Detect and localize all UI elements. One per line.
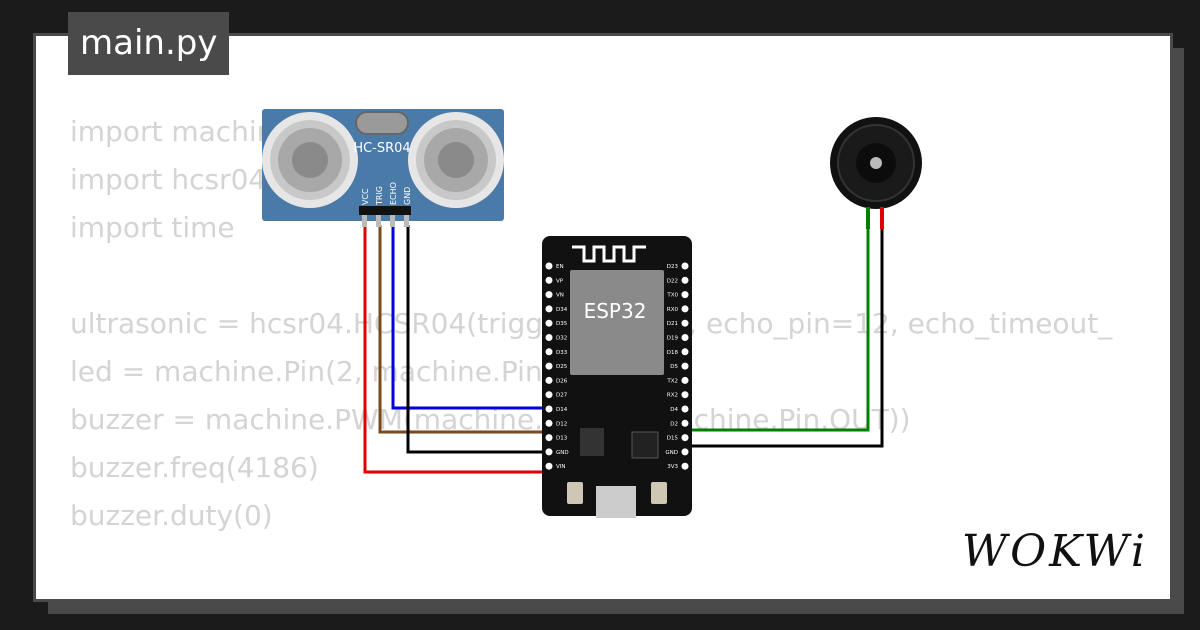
wire-gnd[interactable] [406,225,548,454]
pin-label-right: D18 [667,350,679,356]
pin-label-left: D26 [556,378,568,384]
pin-label-right: GND [665,450,678,456]
sensor-label: HC-SR04 [353,141,410,156]
pin-label-right: TX0 [666,293,678,299]
pin-left[interactable] [545,376,553,384]
ultrasonic-sensor[interactable]: HC-SR04 VCC TRIG ECHO GND [262,109,504,227]
pin-label-right: D21 [667,321,678,327]
pin-label-right: RX0 [667,307,679,313]
pin-right[interactable] [681,276,689,284]
pin-label-left: D27 [556,393,568,399]
pin-right[interactable] [681,448,689,456]
pin-left[interactable] [545,405,553,413]
pin-left[interactable] [545,276,553,284]
board-label: ESP32 [584,299,647,323]
pin-right[interactable] [681,405,689,413]
pin-label-right: D19 [667,336,679,342]
wire-echo[interactable] [391,225,548,410]
code-line: while True: [70,588,1112,599]
antenna-icon [572,245,646,263]
pin-label-right: 3V3 [667,464,678,470]
pin-left[interactable] [545,291,553,299]
pin-left[interactable] [545,448,553,456]
code-line: import hcsr04 [70,163,267,196]
pin-left[interactable] [545,419,553,427]
pin-label-left: VIN [556,464,566,470]
sensor-pin-label: VCC [361,188,370,205]
pin-left[interactable] [545,305,553,313]
pin-right[interactable] [681,334,689,341]
pin-label-right: RX2 [667,393,678,399]
pin-right[interactable] [681,291,689,299]
pin-label-right: D23 [667,264,679,270]
pin-label-left: D14 [556,407,568,413]
pin-left[interactable] [545,362,553,370]
pin-label-left: D25 [556,364,568,370]
pin-label-right: D15 [667,436,679,442]
sensor-pin-label: ECHO [389,182,398,205]
wire-buzzer-gnd[interactable] [686,225,884,448]
pin-right[interactable] [681,376,689,384]
pin-left[interactable] [545,334,553,341]
pin-right[interactable] [681,362,689,370]
pin-label-right: D4 [670,407,678,413]
pin-label-left: GND [556,450,569,456]
buzzer[interactable] [830,117,922,229]
reset-button[interactable] [651,482,667,504]
pin-left[interactable] [545,262,553,270]
pin-right[interactable] [681,419,689,427]
pin-label-left: D34 [556,307,568,313]
wire-trig[interactable] [378,225,548,434]
pin-left[interactable] [545,319,553,327]
pin-label-left: D13 [556,436,568,442]
wokwi-logo: WOKWi [961,526,1148,577]
pin-label-left: D32 [556,336,567,342]
pin-right[interactable] [681,434,689,442]
pin-label-left: VN [556,293,564,299]
pin-left[interactable] [545,434,553,442]
pin-label-left: EN [556,264,564,270]
pin-label-left: VP [556,278,564,284]
pin-label-right: D22 [667,278,678,284]
usb-port [596,486,636,518]
pin-label-right: TX2 [666,378,678,384]
pin-right[interactable] [681,262,689,270]
pin-right[interactable] [681,348,689,356]
pin-left[interactable] [545,391,553,399]
pin-label-right: D5 [670,364,678,370]
wires [363,225,884,474]
pin-right[interactable] [681,319,689,327]
sensor-pin-label: TRIG [375,186,384,206]
pin-label-right: D2 [670,421,678,427]
pin-right[interactable] [681,391,689,399]
pin-label-left: D35 [556,321,568,327]
pin-right[interactable] [681,462,689,470]
wire-buzzer-signal[interactable] [686,225,870,432]
esp32-board[interactable]: ESP32 ENVPVND34D35D32D33D25D26D27D14D12D… [542,236,692,518]
code-line: buzzer.duty(0) [70,499,273,532]
pin-left[interactable] [545,462,553,470]
sensor-pin-label: GND [403,187,412,205]
wire-vcc[interactable] [363,225,548,474]
pin-label-left: D33 [556,350,568,356]
pin-left[interactable] [545,348,553,356]
pin-right[interactable] [681,305,689,313]
file-tab[interactable]: main.py [68,12,230,75]
code-line: import time [70,211,235,244]
pin-label-left: D12 [556,421,567,427]
boot-button[interactable] [567,482,583,504]
code-line: buzzer.freq(4186) [70,451,319,484]
